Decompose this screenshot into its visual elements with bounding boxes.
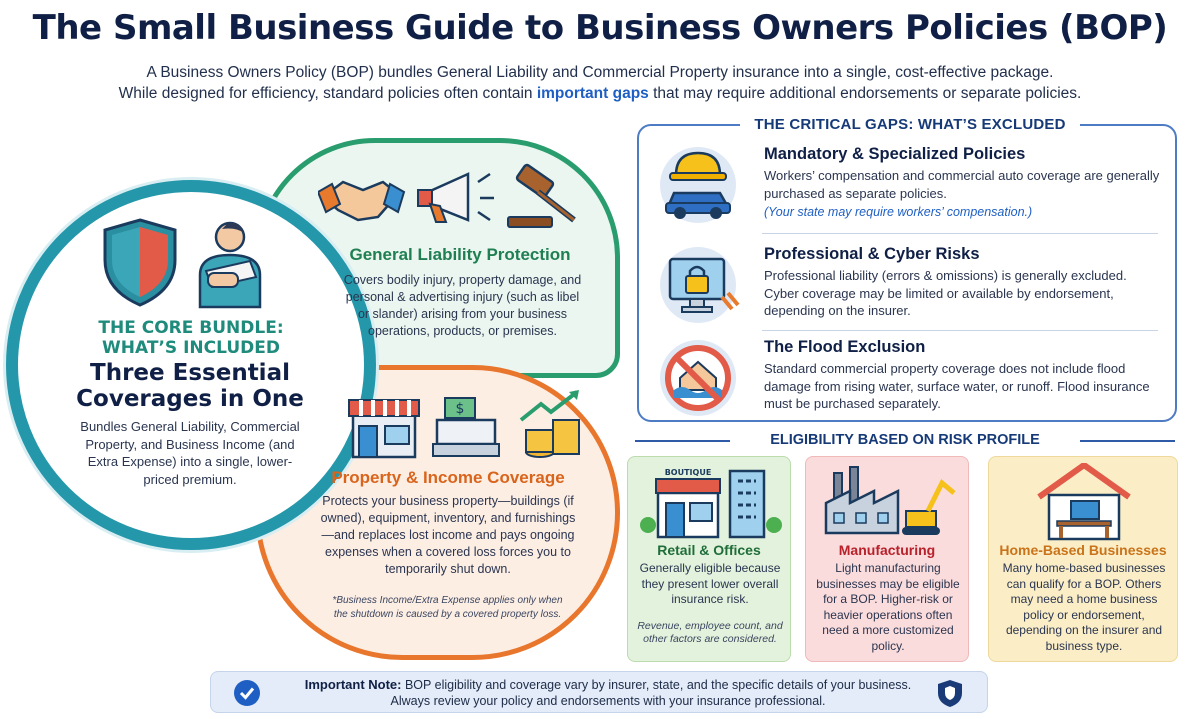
handshake-icon	[318, 180, 406, 222]
core-icons	[103, 218, 262, 309]
eligibility-card-home: Home-Based Businesses Many home-based bu…	[988, 456, 1178, 662]
card-body: Generally eligible because they present …	[639, 561, 781, 606]
divider	[762, 330, 1158, 331]
important-note-label: Important Note:	[304, 677, 402, 692]
gap-item: Professional & Cyber Risks Professional …	[650, 245, 1160, 330]
property-income-body: Protects your business property—building…	[320, 494, 576, 576]
locked-computer-icon	[660, 247, 740, 323]
hardhat-car-icon	[660, 147, 736, 223]
gap-body: Professional liability (errors & omissio…	[764, 268, 1127, 318]
gap-item: Mandatory & Specialized Policies Workers…	[650, 145, 1160, 230]
storefront-icon	[348, 399, 420, 459]
factory-excavator-icon	[824, 466, 956, 535]
megaphone-icon	[417, 172, 494, 223]
general-liability-icons	[318, 163, 576, 228]
intro-highlight: important gaps	[536, 85, 649, 102]
gap-title: Mandatory & Specialized Policies	[764, 145, 1026, 163]
divider	[762, 233, 1158, 234]
boutique-sign: BOUTIQUE	[665, 468, 712, 477]
gap-body: Standard commercial property coverage do…	[764, 361, 1150, 411]
card-body: Many home-based businesses can qualify f…	[1002, 561, 1166, 653]
gap-body: Workers’ compensation and commercial aut…	[764, 168, 1160, 201]
no-flood-icon	[660, 340, 736, 416]
core-bundle-body: Bundles General Liability, Commercial Pr…	[80, 419, 300, 487]
gavel-icon	[507, 163, 576, 228]
card-note: Revenue, employee count, and other facto…	[637, 620, 783, 645]
coins-growth-icon	[519, 390, 580, 458]
general-liability-title: General Liability Protection	[349, 245, 571, 264]
intro-text: A Business Owners Policy (BOP) bundles G…	[0, 62, 1200, 104]
property-income-icons: $	[348, 390, 580, 459]
core-bundle-label: THE CORE BUNDLE: WHAT’S INCLUDED	[98, 318, 284, 358]
checkmark-icon	[234, 680, 260, 706]
important-note: Important Note: BOP eligibility and cove…	[210, 671, 988, 713]
divider	[635, 440, 730, 442]
injured-person-icon	[198, 221, 262, 309]
card-title: Manufacturing	[838, 542, 936, 558]
svg-text:$: $	[456, 401, 465, 417]
card-title: Home-Based Businesses	[999, 542, 1167, 558]
shield-icon	[103, 218, 177, 307]
boutique-office-icon: BOUTIQUE	[640, 468, 782, 539]
home-office-icon	[1037, 463, 1131, 541]
card-title: Retail & Offices	[657, 542, 761, 558]
divider	[1080, 440, 1175, 442]
critical-gaps-title: THE CRITICAL GAPS: WHAT’S EXCLUDED	[740, 116, 1080, 133]
general-liability-body: Covers bodily injury, property damage, a…	[343, 273, 582, 338]
eligibility-title: ELIGIBILITY BASED ON RISK PROFILE	[770, 432, 1040, 448]
intro-line-1: A Business Owners Policy (BOP) bundles G…	[146, 64, 1054, 81]
cash-register-icon: $	[432, 397, 500, 457]
intro-line-2: While designed for efficiency, standard …	[118, 85, 1082, 102]
gap-item: The Flood Exclusion Standard commercial …	[650, 338, 1160, 418]
property-income-title: Property & Income Coverage	[331, 468, 565, 487]
page-title: The Small Business Guide to Business Own…	[32, 8, 1168, 48]
important-note-text: Important Note: BOP eligibility and cove…	[304, 677, 912, 708]
card-body: Light manufacturing businesses may be el…	[816, 561, 960, 653]
eligibility-card-retail: BOUTIQUE Retail & Offices Generally elig…	[627, 456, 791, 662]
core-bundle-heading: Three Essential Coverages in One	[76, 360, 304, 412]
shield-icon	[938, 680, 962, 707]
gap-extra-note: (Your state may require workers’ compens…	[764, 205, 1033, 219]
gap-title: The Flood Exclusion	[764, 338, 926, 356]
gap-title: Professional & Cyber Risks	[764, 245, 980, 263]
property-income-note: *Business Income/Extra Expense applies o…	[332, 595, 563, 620]
eligibility-card-manufacturing: Manufacturing Light manufacturing busine…	[805, 456, 969, 662]
